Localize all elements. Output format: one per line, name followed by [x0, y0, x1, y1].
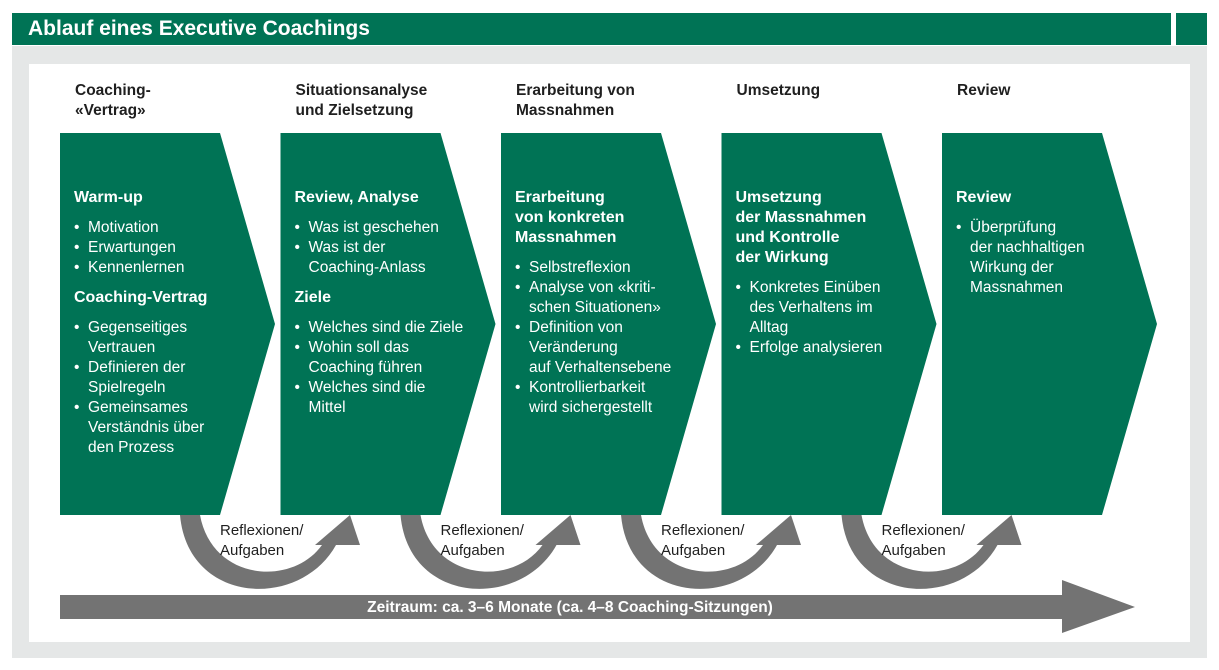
- list-item: Selbstreflexion: [515, 258, 685, 278]
- feedback-loop-arrow: [841, 515, 998, 589]
- list-item: Gemeinsames Verständnis über den Prozess: [74, 398, 244, 458]
- feedback-label: Reflexionen/ Aufgaben: [881, 522, 965, 559]
- list-item: Konkretes Einüben des Verhaltens im Allt…: [736, 278, 906, 338]
- list-item: Analyse von «kriti- schen Situationen»: [515, 278, 685, 318]
- phase-heading: Situationsanalyse und Zielsetzung: [295, 82, 428, 119]
- feedback-label: Reflexionen/ Aufgaben: [220, 522, 304, 559]
- feedback-label: Reflexionen/ Aufgaben: [440, 522, 524, 559]
- phase-heading: Review: [957, 82, 1011, 99]
- section-title: Review, Analyse: [294, 189, 419, 206]
- section-title: Coaching-Vertrag: [74, 289, 208, 306]
- phase-content: Erarbeitung von konkreten MassnahmenSelb…: [515, 188, 685, 428]
- list-item: Überprüfung der nachhaltigen Wirkung der…: [956, 218, 1126, 298]
- phase-content: ReviewÜberprüfung der nachhaltigen Wirku…: [956, 188, 1126, 308]
- phase-content: Review, AnalyseWas ist geschehenWas ist …: [295, 188, 465, 428]
- feedback-loop-arrowhead: [976, 515, 1022, 545]
- list-item: Was ist der Coaching-Anlass: [295, 238, 465, 278]
- section-list: SelbstreflexionAnalyse von «kriti- schen…: [515, 258, 685, 418]
- list-item: Kontrollierbarkeit wird sichergestellt: [515, 378, 685, 418]
- phase-content: Umsetzung der Massnahmen und Kontrolle d…: [736, 188, 906, 368]
- section-list: Gegenseitiges VertrauenDefinieren der Sp…: [74, 318, 244, 458]
- list-item: Erwartungen: [74, 238, 244, 258]
- list-item: Motivation: [74, 218, 244, 238]
- section-list: Was ist geschehenWas ist der Coaching-An…: [295, 218, 465, 278]
- section-title: Erarbeitung von konkreten Massnahmen: [515, 189, 625, 246]
- list-item: Welches sind die Ziele: [295, 318, 465, 338]
- timeline-label: Zeitraum: ca. 3–6 Monate (ca. 4–8 Coachi…: [367, 599, 773, 616]
- section-list: Welches sind die ZieleWohin soll das Coa…: [295, 318, 465, 418]
- phase-heading: Coaching- «Vertrag»: [75, 82, 151, 119]
- list-item: Definition von Veränderung auf Verhalten…: [515, 318, 685, 378]
- list-item: Kennenlernen: [74, 258, 244, 278]
- section-title: Review: [956, 189, 1012, 206]
- feedback-loop-arrow: [400, 515, 557, 589]
- list-item: Gegenseitiges Vertrauen: [74, 318, 244, 358]
- feedback-label: Reflexionen/ Aufgaben: [661, 522, 745, 559]
- feedback-loop-arrow: [180, 515, 336, 589]
- section-list: MotivationErwartungenKennenlernen: [74, 218, 244, 278]
- section-list: Konkretes Einüben des Verhaltens im Allt…: [736, 278, 906, 358]
- list-item: Was ist geschehen: [295, 218, 465, 238]
- phase-heading: Erarbeitung von Massnahmen: [516, 82, 635, 119]
- list-item: Definieren der Spielregeln: [74, 358, 244, 398]
- timeline-arrow: [60, 580, 1135, 633]
- list-item: Erfolge analysieren: [736, 338, 906, 358]
- list-item: Welches sind die Mittel: [295, 378, 465, 418]
- section-title: Umsetzung der Massnahmen und Kontrolle d…: [735, 189, 867, 266]
- feedback-loop-arrowhead: [535, 515, 581, 545]
- title-bar-cap: [1176, 13, 1207, 45]
- section-title: Warm-up: [74, 189, 143, 206]
- diagram-title: Ablauf eines Executive Coachings: [12, 13, 1171, 45]
- feedback-loop-arrow: [621, 515, 777, 589]
- phase-heading: Umsetzung: [736, 82, 821, 99]
- feedback-loop-arrowhead: [315, 515, 360, 545]
- list-item: Wohin soll das Coaching führen: [295, 338, 465, 378]
- phase-content: Warm-upMotivationErwartungenKennenlernen…: [74, 188, 244, 468]
- section-title: Ziele: [294, 289, 331, 306]
- section-list: Überprüfung der nachhaltigen Wirkung der…: [956, 218, 1126, 298]
- feedback-loop-arrowhead: [756, 515, 801, 545]
